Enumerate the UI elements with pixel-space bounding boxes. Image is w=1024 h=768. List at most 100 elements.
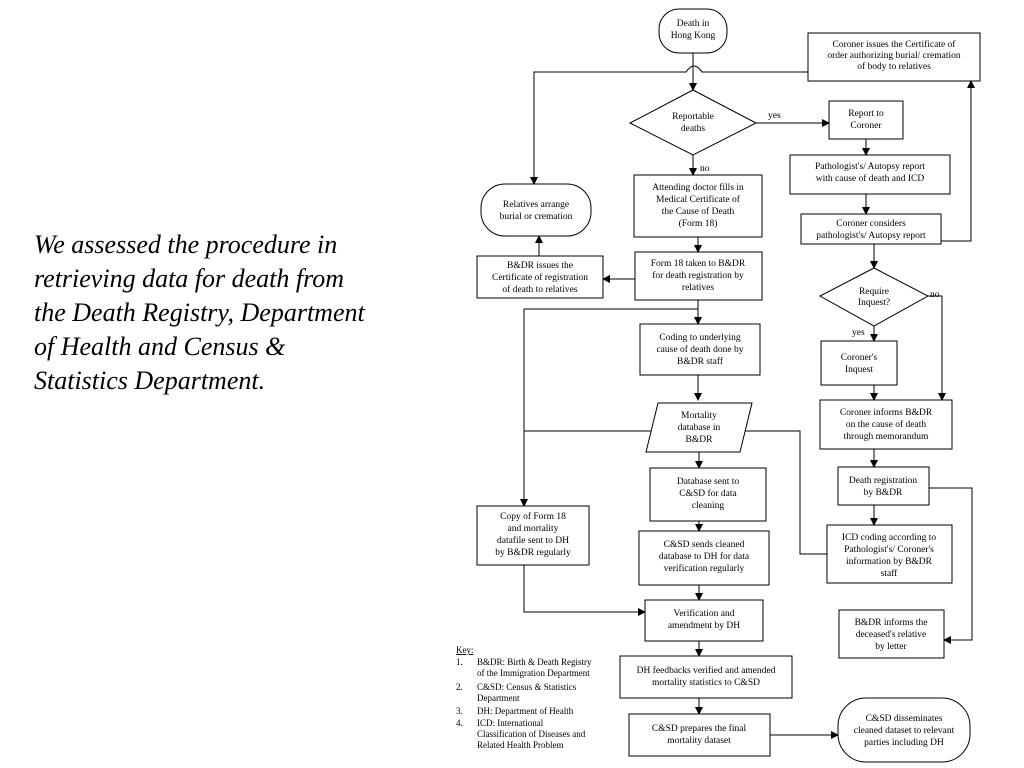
node-line: B&DR bbox=[686, 435, 714, 445]
node-line: the Cause of Death bbox=[662, 206, 735, 217]
node-line: C&SD prepares the final bbox=[652, 723, 747, 734]
key-line: B&DR: Birth & Death Registry bbox=[477, 657, 592, 667]
node-line: cleaned dataset to relevant bbox=[854, 726, 955, 736]
node-line: burial or cremation bbox=[500, 212, 573, 222]
node-line: DH feedbacks verified and amended bbox=[637, 665, 776, 676]
no-label-reportable: no bbox=[700, 164, 710, 174]
node-line: Coroner bbox=[850, 121, 882, 131]
node-line: deceased's relative bbox=[856, 630, 927, 640]
key-title: Key: bbox=[456, 645, 474, 655]
node-line: verification regularly bbox=[664, 563, 745, 574]
yes-label-inquest: yes bbox=[852, 328, 865, 338]
key-line: of the Immigration Department bbox=[477, 668, 590, 678]
node-line: database to DH for data bbox=[659, 551, 750, 562]
node-line: (Form 18) bbox=[679, 218, 718, 229]
node-line: Verification and bbox=[674, 608, 735, 619]
node-line: Form 18 taken to B&DR bbox=[651, 259, 746, 269]
node-line: datafile sent to DH bbox=[497, 535, 569, 546]
node-line: Attending doctor fills in bbox=[652, 182, 744, 193]
node-line: and mortality bbox=[508, 524, 559, 534]
node-line: order authorizing burial/ cremation bbox=[827, 51, 960, 61]
node-mortality-database: Mortality database in B&DR bbox=[645, 402, 753, 453]
node-line: Inquest bbox=[845, 365, 873, 375]
key-line: C&SD: Census & Statistics bbox=[477, 682, 577, 692]
key-num: 2. bbox=[456, 682, 463, 692]
node-line: Inquest? bbox=[858, 298, 890, 308]
node-line: by B&DR regularly bbox=[495, 548, 571, 558]
node-icd-coding: ICD coding according to Pathologist's/ Co… bbox=[826, 524, 953, 584]
node-line: by letter bbox=[875, 642, 907, 652]
node-line: B&DR informs the bbox=[855, 617, 928, 628]
svg-text:DH feedbacks verified and amen: DH feedbacks verified and amended mortali… bbox=[637, 665, 776, 688]
key-line: ICD: International bbox=[477, 718, 544, 728]
node-line: B&DR issues the bbox=[507, 261, 573, 271]
node-line: Certificate of registration bbox=[492, 272, 588, 283]
node-line: Coroner considers bbox=[836, 219, 906, 229]
node-line: with cause of death and ICD bbox=[816, 173, 925, 184]
node-line: mortality statistics to C&SD bbox=[652, 678, 760, 688]
node-line: Coroner's bbox=[841, 353, 878, 363]
key-line: Department bbox=[477, 693, 520, 703]
key-line: DH: Department of Health bbox=[477, 706, 574, 716]
node-line: for death registration by bbox=[652, 270, 744, 281]
node-line: Reportable bbox=[672, 112, 714, 122]
node-verification-amendment: Verification and amendment by DH bbox=[644, 599, 764, 642]
node-line: parties including DH bbox=[864, 738, 944, 748]
node-bdr-informs-relative: B&DR informs the deceased's relative by le… bbox=[838, 609, 945, 659]
node-line: C&SD disseminates bbox=[866, 714, 943, 724]
key-line: Classification of Diseases and bbox=[477, 729, 586, 739]
node-line: Pathologist's/ Coroner's bbox=[844, 545, 934, 555]
node-line: cause of death done by bbox=[656, 344, 743, 355]
node-line: Copy of Form 18 bbox=[500, 511, 566, 522]
node-line: Pathologist's/ Autopsy report bbox=[815, 162, 925, 172]
slide-body-text: We assessed the procedure in retrieving … bbox=[34, 230, 365, 395]
node-line: of body to relatives bbox=[857, 61, 931, 72]
node-line: database in bbox=[678, 423, 721, 433]
node-line: Coroner issues the Certificate of bbox=[833, 39, 957, 50]
node-coroner-considers: Coroner considers pathologist's/ Autopsy … bbox=[800, 213, 942, 245]
key-num: 4. bbox=[456, 718, 463, 728]
node-line: Mortality bbox=[681, 411, 717, 421]
node-line: Coroner informs B&DR bbox=[840, 407, 933, 418]
connectors bbox=[520, 53, 975, 739]
node-line: amendment by DH bbox=[668, 621, 740, 631]
node-line: ICD coding according to bbox=[842, 533, 936, 543]
node-line: B&DR staff bbox=[677, 356, 724, 367]
key-num: 1. bbox=[456, 657, 463, 667]
node-line: Death registration bbox=[849, 476, 918, 486]
node-line: pathologist's/ Autopsy report bbox=[816, 231, 926, 241]
node-line: relatives bbox=[682, 283, 714, 293]
node-line: Medical Certificate of bbox=[656, 194, 741, 205]
